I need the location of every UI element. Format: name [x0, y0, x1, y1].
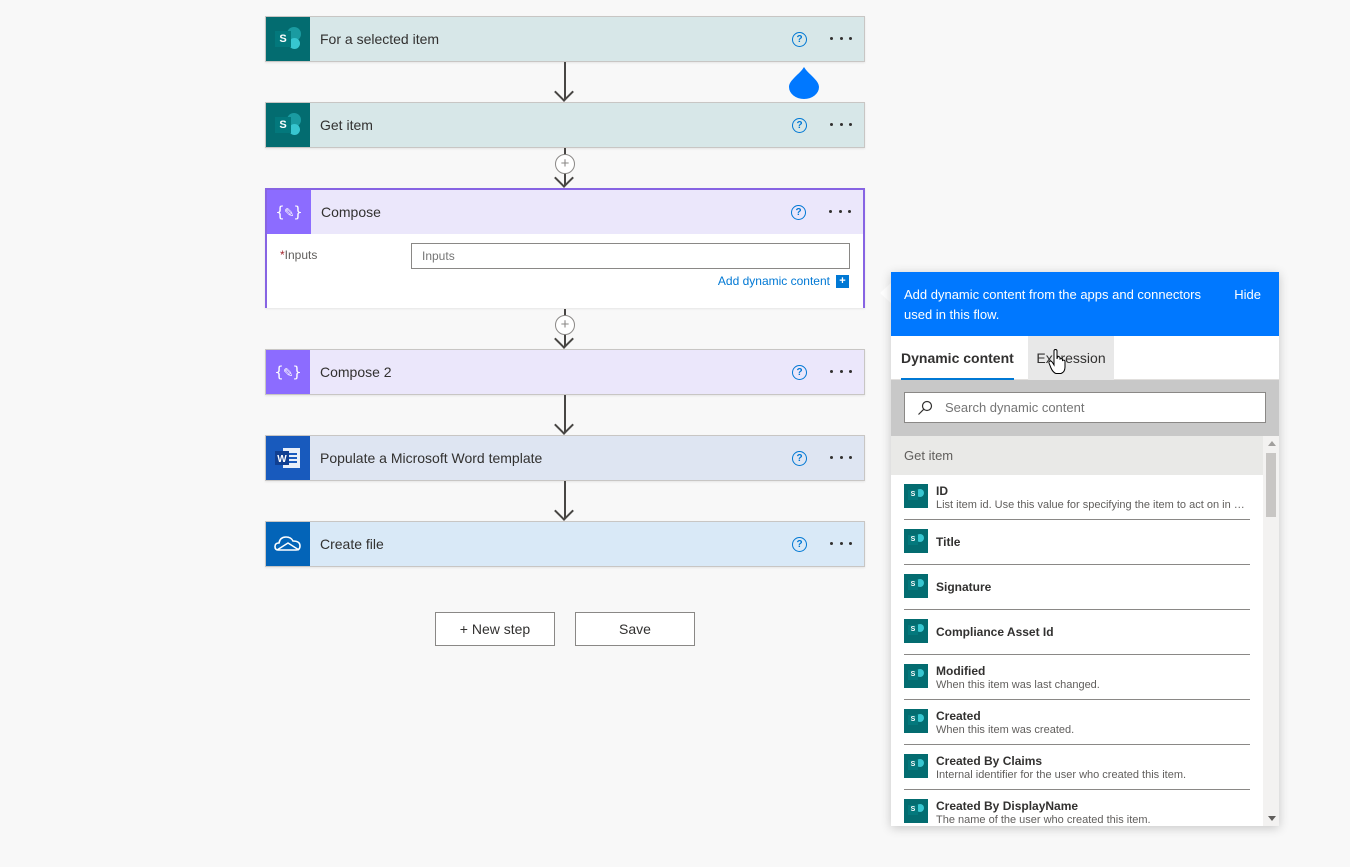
flow-step-compose[interactable]: {✎} Compose ? *Inputs Add dynamic conten…	[265, 188, 865, 308]
item-name: Compliance Asset Id	[936, 625, 1054, 639]
more-options-icon[interactable]	[829, 201, 851, 221]
sharepoint-icon: S	[266, 103, 310, 147]
search-icon	[918, 400, 933, 415]
sharepoint-icon: S	[904, 574, 928, 598]
connector-arrow	[564, 481, 566, 519]
item-description: List item id. Use this value for specify…	[936, 499, 1249, 511]
save-button[interactable]: Save	[575, 612, 695, 646]
connector-arrow	[564, 62, 566, 100]
scrollbar-thumb[interactable]	[1266, 453, 1276, 517]
flow-step-get-item[interactable]: S Get item ?	[265, 102, 865, 148]
scroll-up-icon[interactable]	[1268, 441, 1276, 446]
search-input[interactable]	[945, 393, 1255, 422]
dynamic-content-list: Get item S ID List item id. Use this val…	[891, 436, 1263, 826]
hand-cursor-icon	[1048, 349, 1066, 374]
word-icon: W	[266, 436, 310, 480]
step-title: Compose 2	[320, 364, 392, 380]
step-title: Get item	[320, 117, 373, 133]
flow-step-word-template[interactable]: W Populate a Microsoft Word template ?	[265, 435, 865, 481]
item-description: Internal identifier for the user who cre…	[936, 769, 1187, 781]
sharepoint-icon: S	[904, 664, 928, 688]
sharepoint-icon: S	[904, 484, 928, 508]
more-options-icon[interactable]	[830, 114, 852, 134]
hide-button[interactable]: Hide	[1234, 287, 1261, 302]
step-title: Populate a Microsoft Word template	[320, 450, 543, 466]
help-icon[interactable]: ?	[791, 205, 806, 220]
flow-step-create-file[interactable]: Create file ?	[265, 521, 865, 567]
tab-expression[interactable]: Expression	[1028, 336, 1114, 380]
add-icon: +	[836, 274, 849, 288]
inputs-label: *Inputs	[280, 248, 318, 262]
sharepoint-icon: S	[266, 17, 310, 61]
flow-step-trigger[interactable]: S For a selected item ?	[265, 16, 865, 62]
panel-tabs: Dynamic content Expression	[891, 336, 1279, 380]
insert-step-button[interactable]: +	[555, 154, 575, 174]
list-item[interactable]: S Signature	[904, 565, 1250, 610]
data-operations-icon: {✎}	[266, 350, 310, 394]
item-name: Modified	[936, 664, 986, 678]
help-icon[interactable]: ?	[792, 118, 807, 133]
list-item[interactable]: S Modified When this item was last chang…	[904, 655, 1250, 700]
item-description: When this item was last changed.	[936, 679, 1100, 691]
more-options-icon[interactable]	[830, 533, 852, 553]
item-name: ID	[936, 484, 948, 498]
list-item[interactable]: S Title	[904, 520, 1250, 565]
new-step-button[interactable]: + New step	[435, 612, 555, 646]
list-item[interactable]: S Created By DisplayName The name of the…	[904, 790, 1250, 826]
step-title: Compose	[321, 204, 381, 220]
more-options-icon[interactable]	[830, 28, 852, 48]
help-icon[interactable]: ?	[792, 537, 807, 552]
help-icon[interactable]: ?	[792, 451, 807, 466]
connector-arrow	[564, 395, 566, 433]
insert-step-button[interactable]: +	[555, 315, 575, 335]
flow-step-compose-2[interactable]: {✎} Compose 2 ?	[265, 349, 865, 395]
item-name: Created By Claims	[936, 754, 1043, 768]
sharepoint-icon: S	[904, 754, 928, 778]
sharepoint-icon: S	[904, 529, 928, 553]
add-dynamic-content-link[interactable]: Add dynamic content +	[718, 274, 849, 288]
group-header: Get item	[891, 436, 1263, 475]
help-icon[interactable]: ?	[792, 32, 807, 47]
item-description: The name of the user who created this it…	[936, 814, 1151, 826]
inputs-field[interactable]	[411, 243, 850, 269]
list-item[interactable]: S Created When this item was created.	[904, 700, 1250, 745]
list-scrollbar[interactable]	[1263, 436, 1279, 826]
sharepoint-icon: S	[904, 709, 928, 733]
item-description: When this item was created.	[936, 724, 1075, 736]
item-name: Signature	[936, 580, 992, 594]
list-item[interactable]: S Created By Claims Internal identifier …	[904, 745, 1250, 790]
item-name: Created By DisplayName	[936, 799, 1079, 813]
item-name: Created	[936, 709, 981, 723]
scroll-down-icon[interactable]	[1268, 816, 1276, 821]
data-operations-icon: {✎}	[267, 190, 311, 234]
drag-handle-icon[interactable]	[788, 66, 820, 100]
dynamic-content-panel: Add dynamic content from the apps and co…	[891, 272, 1279, 826]
more-options-icon[interactable]	[830, 361, 852, 381]
list-item[interactable]: S Compliance Asset Id	[904, 610, 1250, 655]
sharepoint-icon: S	[904, 619, 928, 643]
step-title: For a selected item	[320, 31, 440, 47]
sharepoint-icon: S	[904, 799, 928, 823]
panel-header-text: Add dynamic content from the apps and co…	[904, 287, 1202, 322]
onedrive-icon	[266, 522, 310, 566]
svg-text:W: W	[277, 454, 287, 465]
panel-header: Add dynamic content from the apps and co…	[891, 272, 1279, 336]
search-box[interactable]	[904, 392, 1266, 423]
step-title: Create file	[320, 536, 384, 552]
more-options-icon[interactable]	[830, 447, 852, 467]
help-icon[interactable]: ?	[792, 365, 807, 380]
tab-dynamic-content[interactable]: Dynamic content	[901, 336, 1014, 380]
item-name: Title	[936, 535, 961, 549]
search-area	[891, 380, 1279, 436]
panel-pointer	[880, 283, 891, 303]
list-item[interactable]: S ID List item id. Use this value for sp…	[904, 475, 1250, 520]
